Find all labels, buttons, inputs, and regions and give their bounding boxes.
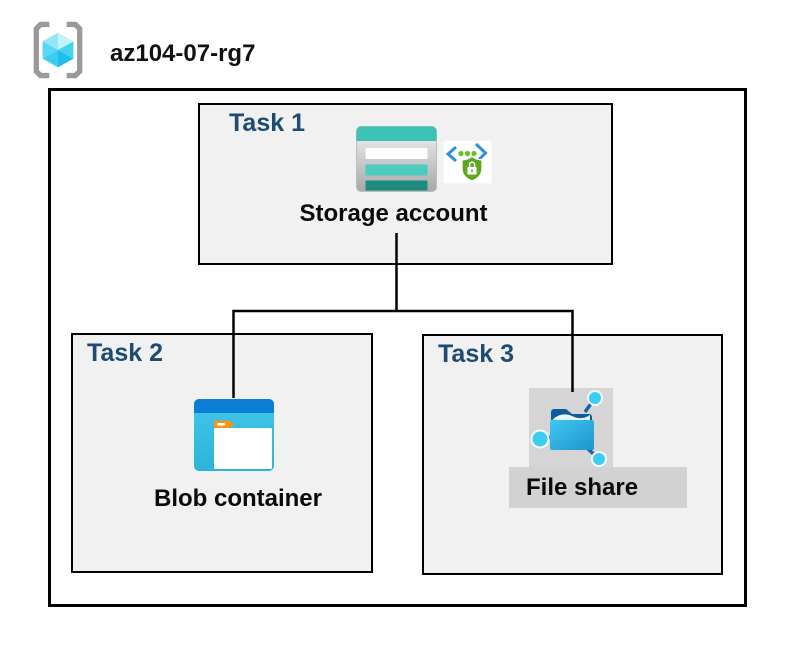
task2-box: Task 2 Blob container <box>71 333 373 573</box>
file-share-icon-backdrop <box>529 388 613 468</box>
task3-box: Task 3 File share <box>422 334 723 575</box>
sas-secure-access-icon <box>443 140 492 184</box>
storage-account-label: Storage account <box>299 200 488 227</box>
resource-group-name: az104-07-rg7 <box>110 40 256 67</box>
task2-label: Task 2 <box>87 339 163 367</box>
blob-container-icon <box>194 399 274 471</box>
task1-label: Task 1 <box>229 109 305 137</box>
file-share-icon <box>530 390 607 467</box>
task1-box: Task 1 Storage account <box>198 103 613 265</box>
task3-label: Task 3 <box>438 340 514 368</box>
file-share-label-backdrop: File share <box>509 467 687 508</box>
file-share-label: File share <box>526 474 639 501</box>
resource-group-icon <box>33 21 83 79</box>
blob-container-label: Blob container <box>153 485 322 512</box>
storage-account-icon <box>356 126 437 192</box>
